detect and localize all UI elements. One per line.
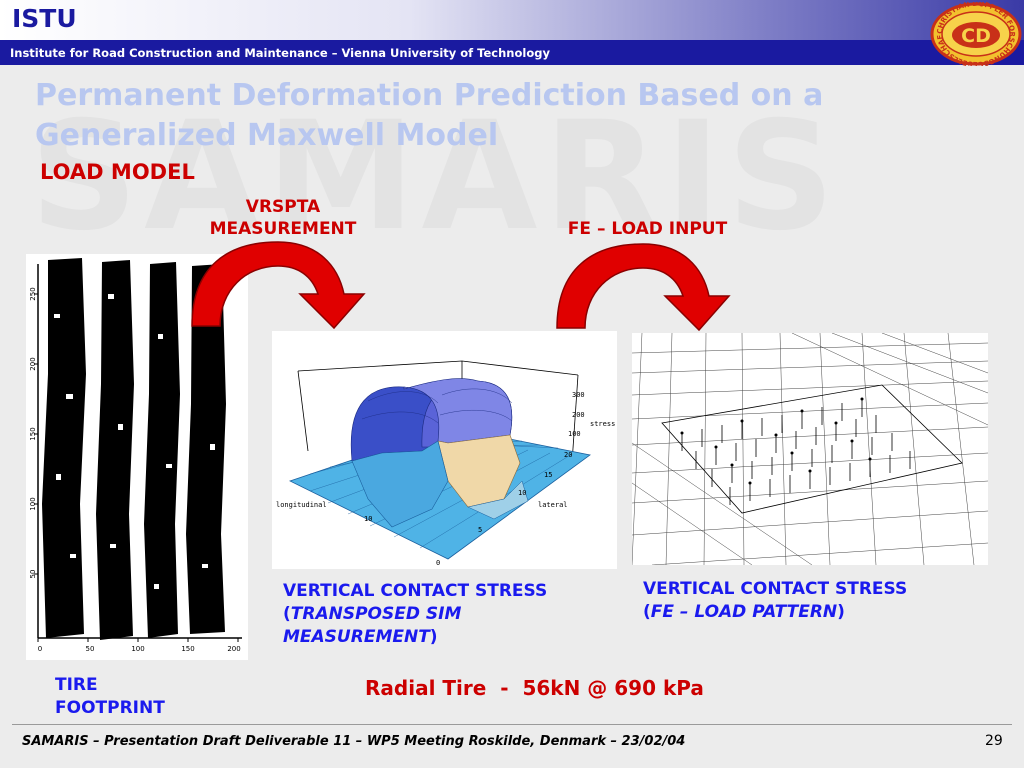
- slide-title: Permanent Deformation Prediction Based o…: [35, 76, 965, 156]
- header-bar: [0, 0, 1024, 40]
- red-arrow-right: [556, 243, 731, 332]
- longitudinal-tick: 10: [364, 515, 372, 523]
- caption-fe-load-pattern: VERTICAL CONTACT STRESS (FE – LOAD PATTE…: [643, 578, 983, 624]
- y-tick: 100: [29, 497, 37, 510]
- caption-right-line-2: (FE – LOAD PATTERN): [643, 601, 983, 624]
- lateral-tick: 15: [544, 471, 552, 479]
- stress-surface-plot: 300 200 100 stress 20 15 10 5 lateral lo…: [272, 331, 617, 569]
- cd-seal-logo: CHRISTIAN DOPPLER FORSCHUNGSGESELLSCHAFT…: [928, 2, 1022, 66]
- lateral-tick: 5: [478, 526, 482, 534]
- paren-open: (: [643, 602, 651, 622]
- title-line-2: Generalized Maxwell Model: [35, 118, 499, 153]
- caption-transposed-sim: VERTICAL CONTACT STRESS (TRANSPOSED SIM …: [283, 580, 613, 649]
- x-tick: 0: [38, 645, 42, 653]
- caption-mid-italic-2: MEASUREMENT: [283, 627, 430, 647]
- institute-name: Institute for Road Construction and Main…: [10, 46, 550, 60]
- origin-tick: 0: [436, 559, 440, 567]
- z-axis-label: stress: [590, 420, 615, 428]
- paren-close: ): [837, 602, 845, 622]
- fe-load-input-label: FE – LOAD INPUT: [567, 219, 728, 239]
- paren-open: (: [283, 604, 291, 624]
- longitudinal-axis-label: longitudinal: [276, 501, 327, 509]
- y-tick: 250: [29, 287, 37, 300]
- page-number: 29: [985, 733, 1003, 749]
- lateral-tick: 10: [518, 489, 526, 497]
- y-tick: 50: [29, 570, 37, 579]
- y-tick: 150: [29, 427, 37, 440]
- title-line-1: Permanent Deformation Prediction Based o…: [35, 78, 824, 113]
- x-tick: 150: [181, 645, 194, 653]
- seal-letters: CD: [961, 25, 991, 47]
- vrspta-line-1: VRSPTA: [245, 197, 321, 217]
- vrspta-label: VRSPTA MEASUREMENT: [188, 196, 378, 240]
- lateral-axis-label: lateral: [538, 501, 568, 509]
- z-tick: 100: [568, 430, 581, 438]
- caption-mid-italic-1: TRANSPOSED SIM: [290, 604, 462, 624]
- z-tick: 200: [572, 411, 585, 419]
- x-tick: 50: [86, 645, 95, 653]
- caption-right-italic: FE – LOAD PATTERN: [650, 602, 838, 622]
- x-tick: 200: [227, 645, 240, 653]
- tire-caption-line-2: FOOTPRINT: [55, 698, 165, 718]
- caption-mid-line-2: (TRANSPOSED SIM: [283, 603, 613, 626]
- institute-bar: [0, 40, 1024, 65]
- vrspta-line-2: MEASUREMENT: [209, 219, 357, 239]
- y-tick: 200: [29, 357, 37, 370]
- tire-caption-line-1: TIRE: [55, 675, 98, 695]
- red-arrow-left: [191, 241, 366, 330]
- z-tick: 300: [572, 391, 585, 399]
- fe-load-pattern-mesh: [631, 332, 989, 566]
- istu-logo-text: ISTU: [12, 4, 77, 33]
- tire-footprint-caption: TIRE FOOTPRINT: [55, 674, 215, 720]
- radial-tire-spec: Radial Tire - 56kN @ 690 kPa: [365, 676, 704, 700]
- caption-right-line-1: VERTICAL CONTACT STRESS: [643, 579, 908, 599]
- caption-mid-line-1: VERTICAL CONTACT STRESS: [283, 581, 548, 601]
- footer-divider: [12, 724, 1012, 725]
- lateral-tick: 20: [564, 451, 572, 459]
- paren-close: ): [429, 627, 438, 647]
- caption-mid-line-3: MEASUREMENT): [283, 626, 613, 649]
- section-heading: LOAD MODEL: [40, 160, 195, 184]
- footer-text: SAMARIS – Presentation Draft Deliverable…: [22, 734, 686, 749]
- x-tick: 100: [131, 645, 144, 653]
